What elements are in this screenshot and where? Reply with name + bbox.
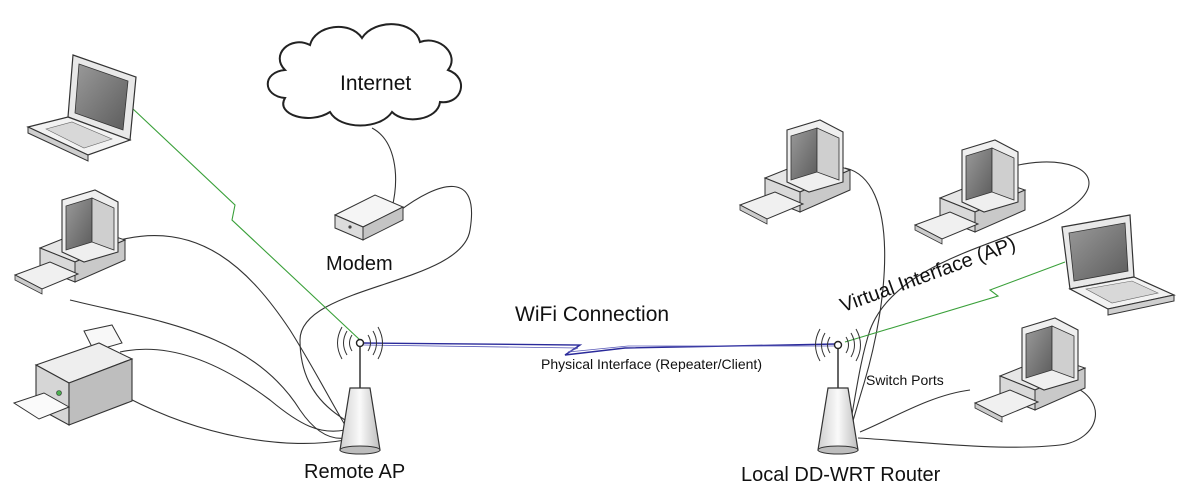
remote-ap-tower [337, 326, 383, 455]
physical-interface-label: Physical Interface (Repeater/Client) [541, 356, 762, 372]
modem-label: Modem [326, 253, 393, 275]
wireless-laptop-router [844, 261, 1066, 343]
internet-label: Internet [340, 72, 412, 95]
switch-ports-label: Switch Ports [866, 372, 944, 388]
internet-cloud [266, 23, 462, 127]
cable-printer-bottom [109, 387, 346, 444]
wifi-link [361, 342, 837, 356]
cable-desktop-remote-ap [119, 235, 346, 426]
desktop-left [13, 189, 127, 295]
local-router-label: Local DD-WRT Router [741, 464, 941, 486]
printer-left [12, 324, 134, 426]
local-router-tower [815, 328, 861, 455]
cable-keyboard-br-router [859, 389, 971, 433]
cable-printer-remote-ap [119, 348, 346, 432]
cable-modem-remote-ap [299, 185, 472, 421]
cable-right-desktop-router [849, 161, 1090, 426]
desktop-right-top [738, 119, 852, 225]
cable-bottom-desktop-router [857, 384, 1096, 448]
cable-top-desktop-router [844, 167, 886, 431]
desktop-right-bottom [973, 317, 1087, 423]
desktop-right-mid [913, 139, 1027, 245]
wireless-laptop-remote-ap [131, 107, 361, 341]
wireless-green-links [131, 107, 1066, 343]
remote-ap-label: Remote AP [304, 461, 406, 483]
laptop-left [26, 54, 137, 162]
wifi-connection-label: WiFi Connection [515, 303, 670, 326]
cables [69, 127, 1096, 448]
laptop-right [1061, 214, 1176, 316]
cable-internet-modem [371, 127, 397, 209]
cable-keyboard-remote-ap [69, 299, 346, 439]
modem-device [333, 194, 405, 241]
